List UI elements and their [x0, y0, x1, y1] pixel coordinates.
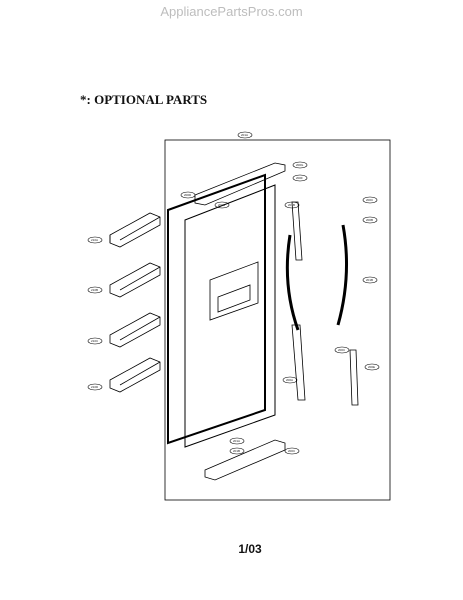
callout-gasket-top: 200D: [180, 191, 196, 199]
exploded-parts-diagram: 201A 200G 200F 200D 200C 201B 200C 200B …: [87, 131, 391, 501]
door-bin-1: [109, 212, 161, 248]
door-handle-right: [336, 224, 349, 326]
svg-text:200C: 200C: [338, 348, 346, 352]
callout-handle-top: 200C: [362, 196, 378, 204]
door-bottom-cap: [204, 439, 286, 481]
callout-bottom-cap-1: 201A: [229, 437, 245, 445]
trim-strip-upper: [291, 201, 303, 261]
svg-text:201B: 201B: [366, 278, 373, 282]
callout-right-strip: 200E: [364, 363, 380, 371]
svg-text:200D: 200D: [184, 193, 192, 197]
svg-text:200B: 200B: [366, 218, 373, 222]
callout-door-top-right-2: 200F: [292, 174, 308, 182]
optional-parts-heading: *: OPTIONAL PARTS: [80, 92, 208, 107]
door-top-cap: [194, 162, 286, 206]
diagram-frame: [164, 139, 391, 501]
callout-bin-3: 210C: [87, 337, 103, 345]
trim-strip-lower: [291, 324, 306, 401]
svg-text:201B: 201B: [288, 203, 295, 207]
callout-handle-long: 201B: [362, 276, 378, 284]
svg-text:200G: 200G: [296, 163, 304, 167]
door-handle-left: [285, 234, 300, 331]
svg-text:201A: 201A: [233, 439, 240, 443]
callout-door-panel-right: 201B: [284, 201, 300, 209]
svg-text:210B: 210B: [91, 288, 98, 292]
callout-handle-lower: 200A: [282, 376, 298, 384]
callout-bin-1: 210A: [87, 236, 103, 244]
page-number: 1/03: [238, 542, 262, 556]
door-bin-4: [109, 357, 161, 393]
callout-bottom-cap-2: 201B: [229, 447, 245, 455]
svg-text:200A: 200A: [286, 378, 293, 382]
dispenser-inner: [217, 284, 251, 313]
svg-text:200F: 200F: [296, 176, 303, 180]
callout-bracket: 200C: [334, 346, 350, 354]
door-bin-2: [109, 262, 161, 298]
dispenser-recess: [209, 261, 259, 321]
site-watermark: AppliancePartsPros.com: [160, 4, 303, 19]
svg-text:200C: 200C: [366, 198, 374, 202]
callout-cap-top: 200C: [214, 201, 230, 209]
svg-text:210C: 210C: [91, 339, 99, 343]
door-panel: [184, 184, 276, 448]
svg-text:200C: 200C: [218, 203, 226, 207]
trim-strip-right: [349, 349, 359, 406]
callout-bin-4: 210D: [87, 383, 103, 391]
svg-text:201A: 201A: [241, 133, 248, 137]
svg-text:201B: 201B: [233, 449, 240, 453]
svg-text:200C: 200C: [288, 449, 296, 453]
callout-door-top-right-1: 200G: [292, 161, 308, 169]
svg-text:200E: 200E: [368, 365, 375, 369]
callout-bin-2: 210B: [87, 286, 103, 294]
callout-handle-top-2: 200B: [362, 216, 378, 224]
door-bin-3: [109, 312, 161, 348]
callout-bottom-right: 200C: [284, 447, 300, 455]
svg-text:210A: 210A: [91, 238, 98, 242]
door-gasket: [167, 173, 266, 445]
svg-text:210D: 210D: [91, 385, 99, 389]
callout-top-assembly: 201A: [237, 131, 253, 139]
